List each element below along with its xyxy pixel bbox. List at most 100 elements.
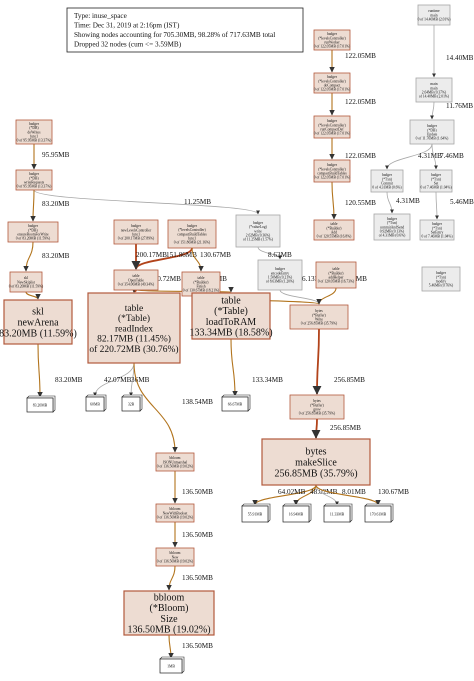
node-text-line: Size	[160, 614, 178, 625]
leaf-bb[interactable]: 1MB	[159, 656, 185, 674]
node-text-line: compactBuildTables	[317, 171, 347, 175]
node-text-line: 0 of 120.55MB (16.8%)	[317, 235, 352, 239]
leaf-idx2[interactable]: 32B	[121, 394, 143, 412]
node-text-line: doCompact	[324, 83, 341, 87]
node-text-line: 0 of 130.67MB (18.21%)	[183, 289, 220, 293]
node-text-line: 133.34MB (18.58%)	[189, 328, 272, 339]
node-text-line: bytes	[313, 399, 321, 403]
call-node-compactbuild[interactable]: badger(*levelsController)compactBuildTab…	[313, 159, 351, 183]
leaf-ms4[interactable]: 170.61MB	[364, 503, 394, 523]
node-text-line: New	[172, 555, 179, 559]
node-text-line: write	[254, 229, 262, 233]
edge-n_vlogwrite-to-n_encodeentry	[257, 246, 282, 260]
call-node-compactfunc1[interactable]: badger(*levelsController)compactBuildTab…	[167, 219, 217, 249]
node-text-line: NewWithBoolset	[163, 511, 188, 515]
node-text-line: 0 of 136.50MB (19.02%)	[157, 464, 194, 468]
node-box	[7, 221, 59, 243]
node-text-line: Write	[315, 317, 323, 321]
node-text-line: (*Txn)	[436, 275, 447, 279]
edge-n_newskl-to-n_skl	[25, 291, 41, 300]
node-text-line: badger	[28, 224, 39, 228]
edge-n_writereqs-to-n_vlogwrite	[33, 189, 260, 215]
node-text-line: badger	[131, 224, 142, 228]
node-text-line: addHelper	[329, 275, 345, 279]
leaf-box	[323, 505, 351, 523]
leaf-ms2[interactable]: 16.94MB	[282, 503, 312, 523]
edge-label: 122.05MB	[345, 152, 376, 160]
node-text-line: runWorker	[324, 40, 340, 44]
node-text-line: 2.62MB (0.36%)	[246, 233, 271, 237]
edge-n_makeslice-to-l_ms1	[252, 484, 317, 506]
node-box	[155, 547, 195, 567]
node-text-line: 0 of 256.85MB (35.79%)	[299, 412, 336, 416]
node-text-line: 136.50MB (19.02%)	[127, 625, 210, 636]
node-text-line: table	[198, 276, 205, 280]
node-text-line: 256.85MB (35.79%)	[274, 468, 357, 479]
node-text-line: badger	[427, 124, 438, 128]
edge-n_bbnew-to-n_bbsize	[166, 565, 176, 591]
leaf-ms1[interactable]: 55.91MB	[241, 503, 271, 523]
leaf-box	[159, 658, 183, 674]
node-text-line: badger	[29, 172, 40, 176]
node-text-line: makeSlice	[295, 457, 337, 468]
leaf-ms3[interactable]: 11.33MB	[323, 503, 353, 523]
node-text-line: badger	[387, 217, 398, 221]
edge-label: 133.34MB	[252, 376, 283, 384]
node-text-line: (*Builder)	[329, 271, 345, 275]
node-text-line: (*Txn)	[382, 177, 393, 181]
leaf-skl[interactable]: 83.20MB	[26, 395, 56, 413]
leaf-idx1[interactable]: 60MB	[85, 394, 107, 412]
node-text-line: (*DB)	[29, 126, 39, 130]
node-text-line: Add	[331, 230, 337, 234]
node-text-line: loadToRAM	[206, 317, 257, 328]
info-box-frame	[66, 7, 304, 53]
edge-n_update-to-n_txnset	[431, 143, 438, 170]
node-box	[373, 213, 411, 241]
leaf-text: 60MB	[90, 402, 100, 406]
leaf-box	[85, 396, 105, 412]
call-node-runcompactdef[interactable]: badger(*levelsController)runCompactDef0 …	[313, 115, 351, 139]
edge-n_writereqs-to-n_ensure	[30, 189, 36, 222]
node-text-line: 0 of 120.05MB (16.73%)	[318, 280, 355, 284]
leaf-ram[interactable]: 66.67MB	[221, 394, 251, 412]
leaf-text: 11.33MB	[330, 512, 345, 516]
node-box	[113, 219, 159, 245]
edge-label: 220.72MB	[150, 275, 181, 283]
node-text-line: newLevelsController	[121, 228, 152, 232]
edge-label: 4.31MB	[396, 197, 420, 205]
node-text-line: Commit	[381, 181, 393, 185]
node-text-line: runtime	[428, 9, 440, 13]
leaf-text: 83.20MB	[33, 403, 48, 407]
